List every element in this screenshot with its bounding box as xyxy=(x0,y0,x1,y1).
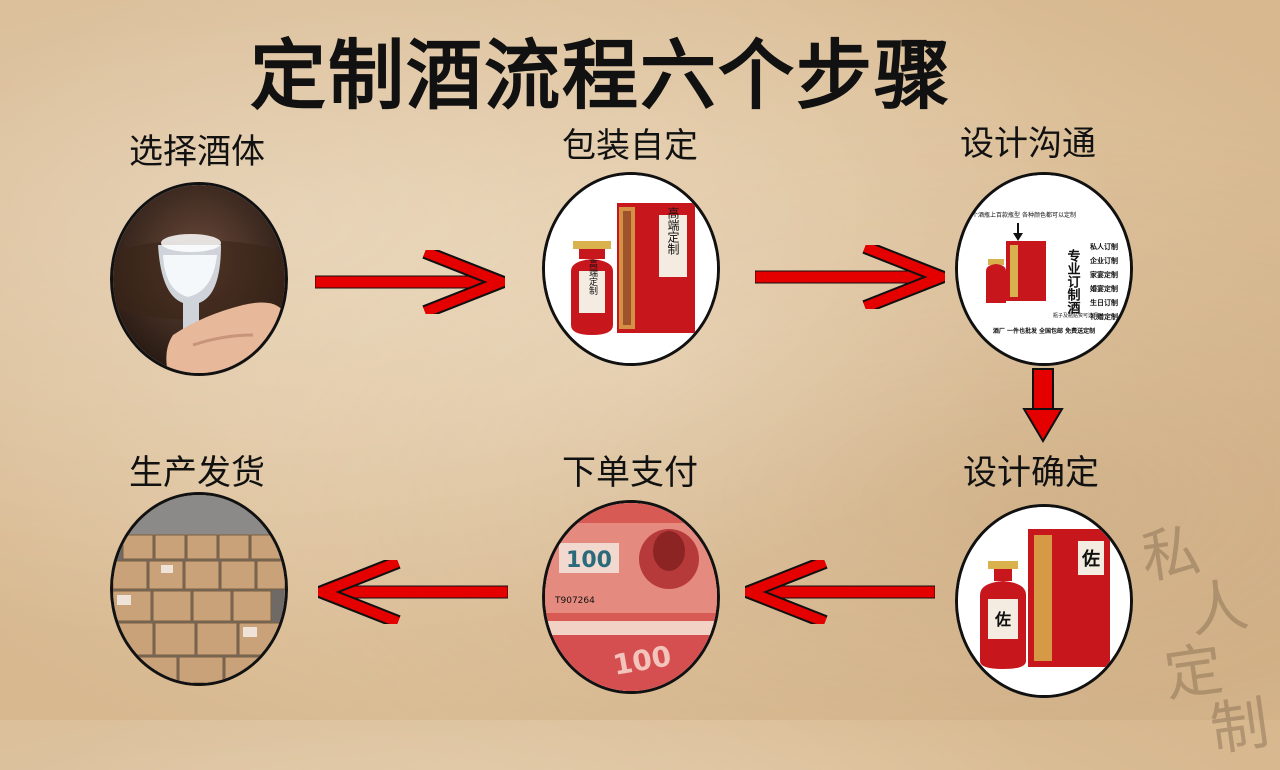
poster-footnote: 瓶子及瓶贴资可选择 xyxy=(1053,312,1098,319)
banknote-denomination: 100 xyxy=(566,548,612,573)
payment-cash-photo: 100 T907264 100 xyxy=(542,500,720,694)
page-title: 定制酒流程六个步骤 xyxy=(250,31,952,120)
banknote-serial: T907264 xyxy=(554,596,595,606)
poster-top-note: 上千个酒瓶上百款瓶型 各种颜色都可以定制 xyxy=(960,211,1076,219)
confirm-bottle-text: 佐 xyxy=(994,610,1011,629)
warehouse-photo xyxy=(110,492,288,686)
private-custom-watermark: 私 人 定 制 xyxy=(1137,516,1273,765)
arrow-left-2 xyxy=(318,560,508,624)
arrow-down xyxy=(1022,368,1064,443)
svg-text:生日订制: 生日订制 xyxy=(1090,298,1118,307)
arrow-right-1 xyxy=(315,250,505,314)
poster-headline: 专业订制酒 xyxy=(1065,248,1081,315)
step-label-select-wine: 选择酒体 xyxy=(129,132,265,172)
step-label-design-confirm: 设计确定 xyxy=(963,453,1099,493)
wine-glass-photo xyxy=(110,182,288,376)
step-label-packaging: 包装自定 xyxy=(562,126,698,166)
step-label-production-shipping: 生产发货 xyxy=(129,453,265,493)
design-communication-poster: 上千个酒瓶上百款瓶型 各种颜色都可以定制 专业订制酒 私人订制 企业订制 家宴定… xyxy=(955,172,1133,366)
step-label-design-communication: 设计沟通 xyxy=(960,124,1096,164)
confirm-box-text: 佐 xyxy=(1081,548,1100,570)
svg-text:家宴定制: 家宴定制 xyxy=(1090,270,1118,279)
design-confirm-photo: 佐 佐 xyxy=(955,504,1133,698)
poster-options-list: 私人订制 企业订制 家宴定制 婚宴定制 生日订制 礼赠定制 xyxy=(1089,242,1118,321)
arrow-left-1 xyxy=(745,560,935,624)
packaging-photo: 高端定制 高端定制 xyxy=(542,172,720,366)
svg-text:企业订制: 企业订制 xyxy=(1089,256,1118,265)
poster-footer: 酒厂 一件也批发 全国包邮 免费送定制 xyxy=(993,327,1095,335)
box-label-text: 高端定制 xyxy=(666,206,680,255)
svg-text:私人订制: 私人订制 xyxy=(1089,242,1118,251)
step-label-payment: 下单支付 xyxy=(562,453,698,493)
svg-text:婚宴定制: 婚宴定制 xyxy=(1090,284,1118,293)
bottle-label-text: 高端定制 xyxy=(587,258,598,295)
svg-text:礼赠定制: 礼赠定制 xyxy=(1090,312,1118,321)
arrow-right-2 xyxy=(755,245,945,309)
